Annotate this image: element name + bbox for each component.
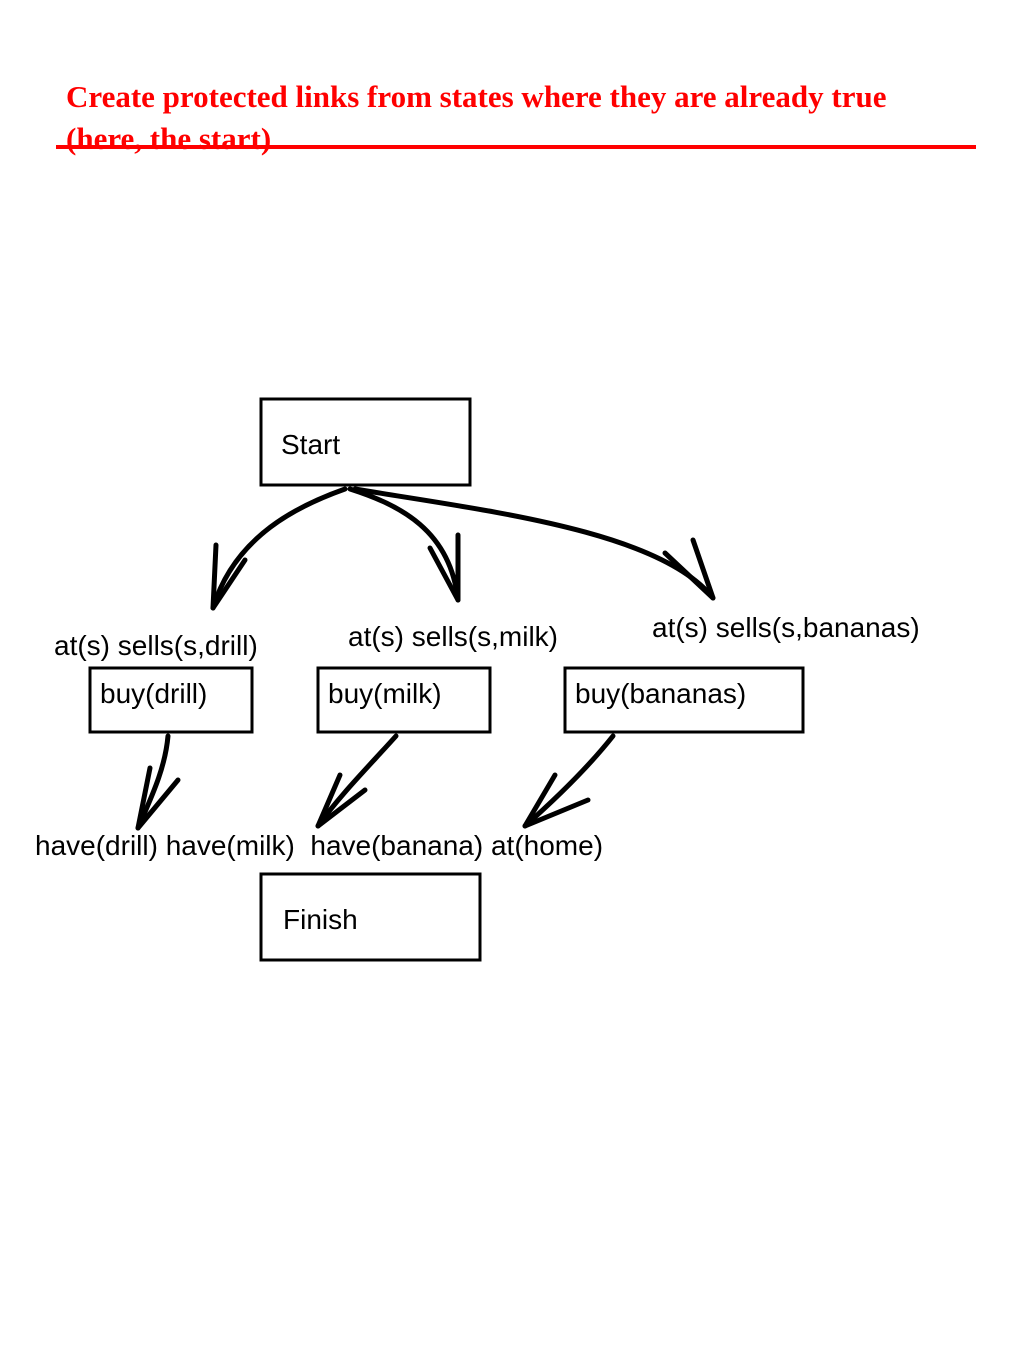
- action-node-buy-drill: buy(drill): [88, 666, 254, 734]
- precondition-bananas: at(s) sells(s,bananas): [652, 612, 920, 643]
- action-node-buy-milk: buy(milk): [316, 666, 492, 734]
- start-node: Start: [259, 397, 472, 487]
- slide-title: Create protected links from states where…: [66, 79, 887, 156]
- finish-node: Finish: [259, 872, 482, 962]
- causal-link-bananas-finish: [522, 733, 616, 829]
- title-underline: [56, 145, 976, 149]
- action-label-buy-milk: buy(milk): [328, 678, 442, 709]
- action-node-buy-bananas: buy(bananas): [563, 666, 805, 734]
- causal-link-start-drill: [210, 486, 348, 611]
- action-label-buy-drill: buy(drill): [100, 678, 207, 709]
- causal-link-start-milk: [347, 486, 461, 603]
- finish-preconditions: have(drill) have(milk) have(banana) at(h…: [35, 830, 603, 861]
- causal-link-start-bananas: [352, 486, 716, 601]
- precondition-milk: at(s) sells(s,milk): [348, 621, 558, 652]
- causal-link-drill-finish: [135, 733, 181, 831]
- precondition-drill: at(s) sells(s,drill): [54, 630, 258, 661]
- causal-link-milk-finish: [315, 733, 399, 829]
- start-label: Start: [281, 429, 340, 460]
- action-label-buy-bananas: buy(bananas): [575, 678, 746, 709]
- finish-label: Finish: [283, 904, 358, 935]
